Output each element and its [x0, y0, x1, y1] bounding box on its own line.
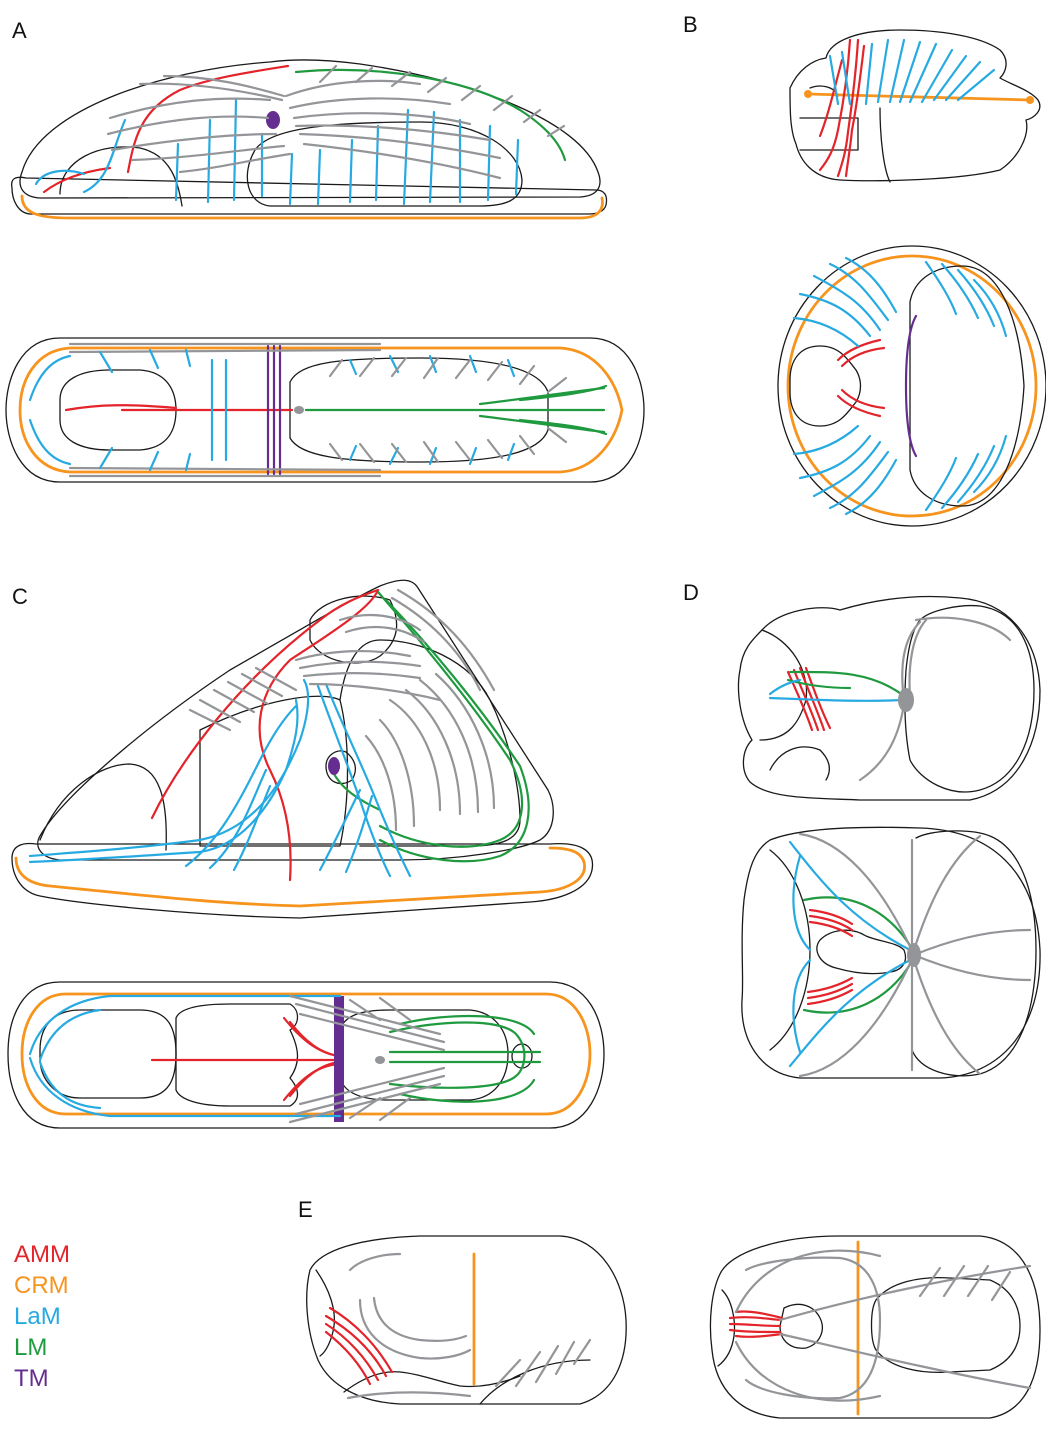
- panel-c-ventral-view: [8, 982, 604, 1128]
- panel-label-b: B: [683, 12, 698, 37]
- tm-attachment-dot: [266, 111, 280, 129]
- panel-label-a: A: [12, 18, 27, 43]
- legend-item-lm: LM: [14, 1334, 47, 1361]
- legend-item-lam: LaM: [14, 1303, 61, 1330]
- panel-label-e: E: [298, 1197, 313, 1222]
- panel-e-lateral-view: [307, 1236, 626, 1404]
- panel-d-top-view: [742, 827, 1040, 1078]
- legend-item-crm: CRM: [14, 1272, 69, 1299]
- legend-item-tm: TM: [14, 1365, 49, 1392]
- panel-a-lateral-view: [12, 60, 607, 218]
- panel-b-top-view: [778, 246, 1046, 526]
- panel-e-top-view: [710, 1236, 1040, 1418]
- panel-a-ventral-view: [6, 338, 644, 482]
- panel-d-side-view: [739, 597, 1041, 801]
- muscle-legend: AMM CRM LaM LM TM: [14, 1241, 70, 1392]
- panel-label-d: D: [683, 580, 699, 605]
- panel-c-lateral-view: [12, 580, 593, 918]
- panel-b-side-view: [790, 30, 1040, 182]
- panel-label-c: C: [12, 584, 28, 609]
- legend-item-amm: AMM: [14, 1241, 70, 1268]
